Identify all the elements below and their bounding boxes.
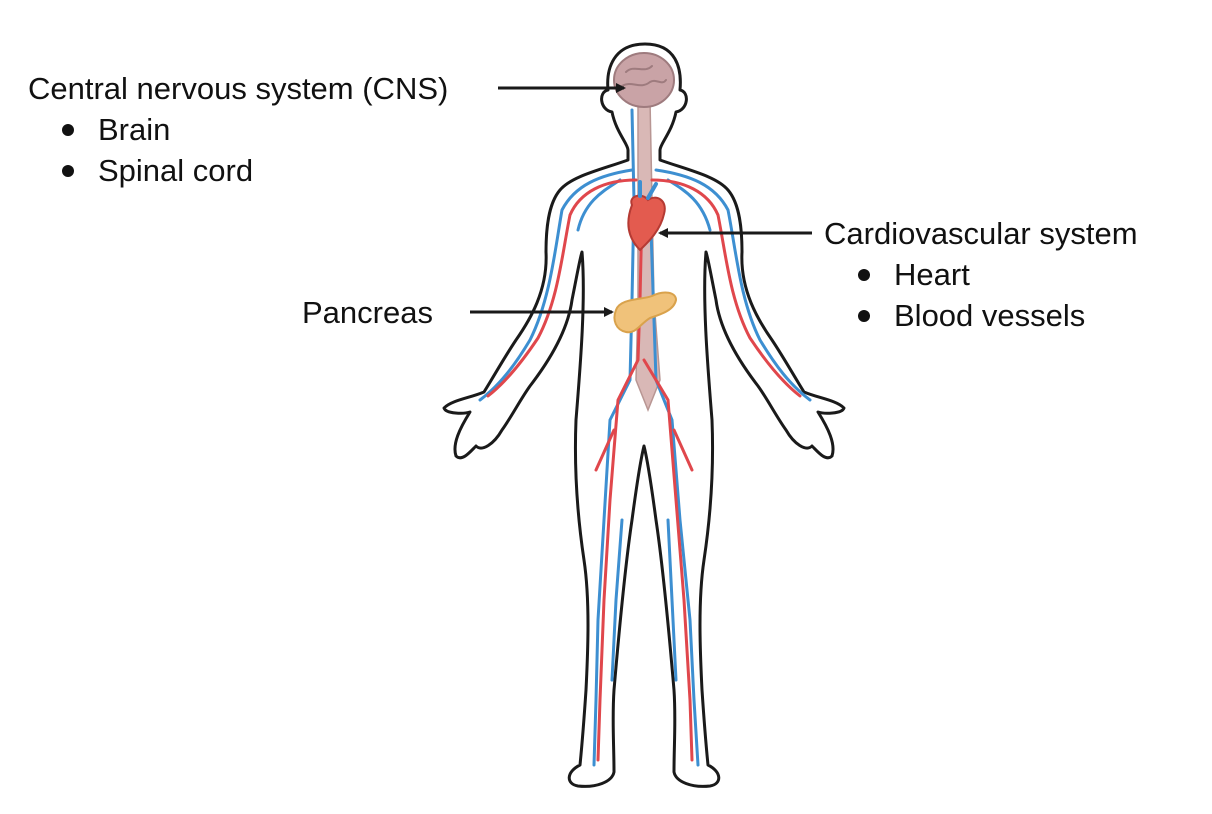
cardiovascular-list: Heart Blood vessels [824, 254, 1138, 336]
cns-label: Central nervous system (CNS) Brain Spina… [28, 68, 448, 191]
heart [627, 180, 666, 252]
cardiovascular-item-blood-vessels: Blood vessels [858, 295, 1138, 336]
body-outline [442, 42, 846, 788]
cns-item-spinal-cord: Spinal cord [61, 150, 448, 191]
cardiovascular-item-heart: Heart [858, 254, 1138, 295]
cns-item-brain: Brain [61, 109, 448, 150]
cardiovascular-label: Cardiovascular system Heart Blood vessel… [824, 213, 1138, 336]
cns-list: Brain Spinal cord [28, 109, 448, 191]
brain [613, 52, 675, 108]
cardiovascular-title: Cardiovascular system [824, 216, 1138, 251]
pancreas-title: Pancreas [302, 295, 433, 330]
pancreas-label: Pancreas [302, 292, 433, 333]
pancreas [613, 291, 678, 334]
cns-title: Central nervous system (CNS) [28, 71, 449, 106]
